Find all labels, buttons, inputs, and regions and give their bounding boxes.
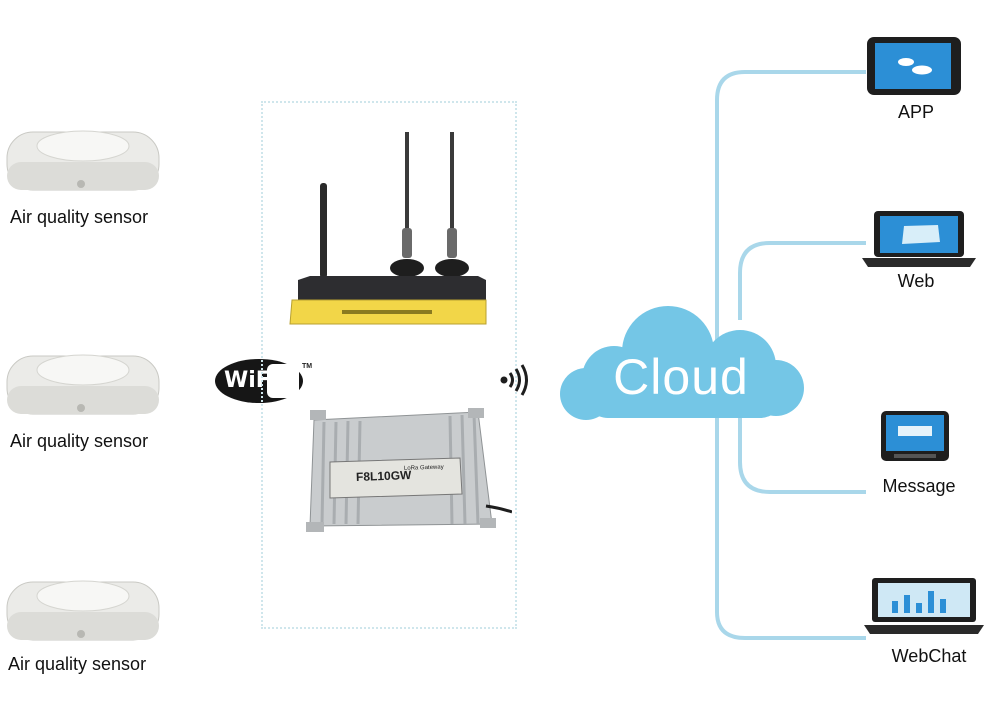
desktop-monitor-icon — [864, 578, 984, 634]
tablet-icon — [867, 37, 961, 95]
router-icon — [289, 132, 487, 325]
wifi-logo-icon — [215, 359, 303, 403]
signal-waves-icon — [500, 364, 528, 396]
sensor-icon — [6, 580, 160, 641]
sensor-label: Air quality sensor — [10, 207, 149, 227]
antenna-icon — [320, 183, 327, 278]
sensor-icon — [6, 354, 160, 415]
sensor-label: Air quality sensor — [8, 654, 147, 674]
laptop-icon — [862, 211, 976, 267]
webchat-label: WebChat — [891, 646, 967, 666]
app-label: APP — [897, 102, 935, 122]
gateway-enclosure-icon — [306, 408, 512, 532]
message-label: Message — [882, 476, 956, 496]
web-label: Web — [897, 271, 935, 291]
tablet-small-icon — [881, 411, 949, 461]
wifi-text: WiFi — [224, 368, 279, 393]
sensor-label: Air quality sensor — [10, 431, 149, 451]
wifi-trademark: TM — [302, 363, 313, 370]
cloud-label: Cloud — [613, 349, 749, 405]
cloud-icon — [560, 306, 804, 420]
gateway-group-box — [261, 101, 517, 629]
sensor-icon — [6, 130, 160, 191]
